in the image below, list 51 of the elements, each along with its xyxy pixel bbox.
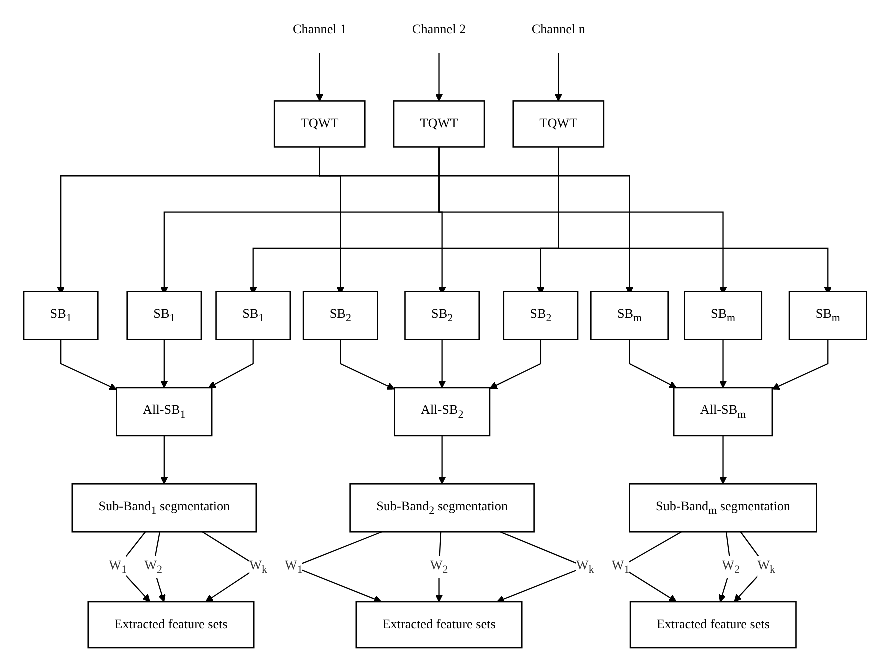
- arrow: [438, 436, 446, 484]
- arrow: [160, 340, 168, 388]
- node-box: SB$_{2}$: [302, 291, 378, 340]
- node-box: Sub-Band$_{2}$ segmentation: [349, 483, 535, 533]
- edge-label: W$_{2}$: [430, 558, 448, 576]
- node-box: SB$_{m}$: [684, 291, 762, 340]
- node-box: Extracted feature sets: [355, 601, 522, 649]
- edge-label: W$_{1}$: [284, 558, 303, 576]
- node-box: All-SB$_{2}$: [394, 387, 490, 437]
- node-text: Channel 1: [292, 22, 346, 37]
- node-box: Extracted feature sets: [87, 601, 254, 649]
- arrow: [435, 53, 443, 102]
- node-box: SB$_{1}$: [126, 291, 202, 340]
- arrow: [160, 436, 168, 484]
- arrow: [316, 53, 324, 102]
- arrow: [435, 532, 443, 602]
- edge-label: W$_{1}$: [108, 558, 127, 576]
- node-box: Extracted feature sets: [630, 601, 797, 649]
- arrow: [340, 340, 395, 390]
- arrow: [208, 340, 254, 388]
- edge-label: W$_{2}$: [144, 558, 162, 576]
- arrow: [60, 340, 117, 390]
- node-box: TQWT: [392, 100, 485, 148]
- node-box: SB$_{m}$: [788, 291, 867, 340]
- node-box: Sub-Band$_{1}$ segmentation: [71, 483, 257, 533]
- arrow: [152, 532, 166, 602]
- node-box: SB$_{1}$: [22, 291, 98, 340]
- node-box: SB$_{2}$: [502, 291, 578, 340]
- arrow: [772, 340, 828, 390]
- node-text: Channel n: [531, 22, 586, 37]
- node-box: All-SB$_{m}$: [673, 387, 773, 437]
- node-box: All-SB$_{1}$: [116, 387, 212, 437]
- node-box: SB$_{m}$: [590, 291, 669, 340]
- node-box: TQWT: [274, 100, 366, 148]
- edge-label: W$_{k}$: [249, 558, 268, 576]
- edge-label: W$_{2}$: [722, 558, 740, 576]
- arrow: [718, 532, 732, 602]
- arrow: [628, 340, 677, 388]
- node-box: Sub-Band$_{m}$ segmentation: [628, 483, 818, 533]
- node-text: Channel 2: [412, 22, 466, 37]
- node-box: SB$_{1}$: [215, 291, 291, 340]
- node-box: TQWT: [512, 100, 604, 148]
- arrow: [554, 53, 562, 102]
- arrow: [719, 436, 727, 484]
- node-box: SB$_{2}$: [404, 291, 480, 340]
- edge-label: W$_{k}$: [576, 558, 594, 576]
- arrow: [719, 340, 727, 388]
- edge-label: W$_{1}$: [611, 558, 630, 576]
- arrow: [438, 340, 446, 388]
- arrow: [489, 340, 542, 390]
- edge-label: W$_{k}$: [757, 558, 776, 576]
